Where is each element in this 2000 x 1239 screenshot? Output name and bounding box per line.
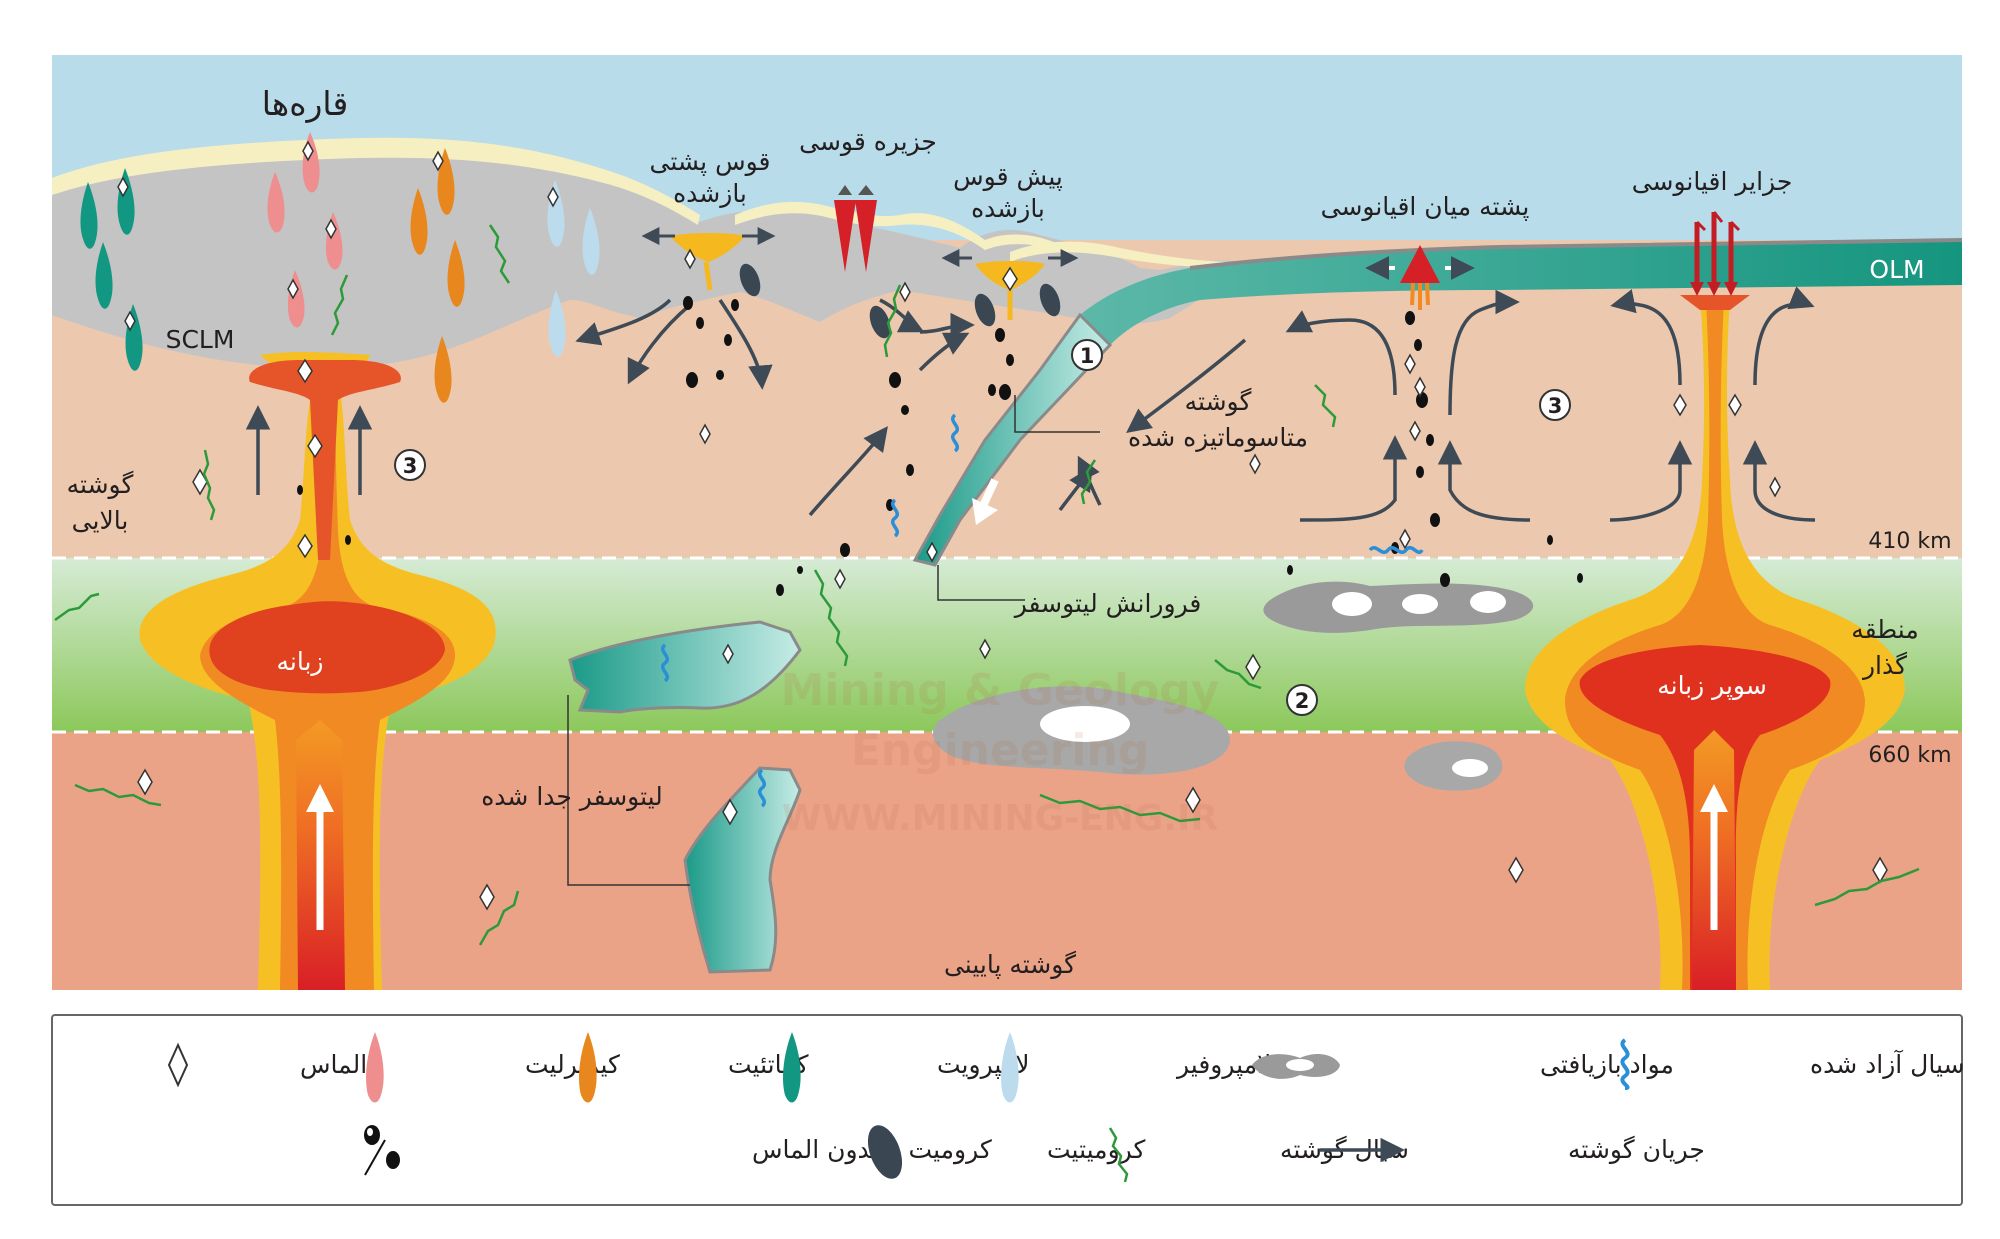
legend-chromitite-icon: [867, 1125, 903, 1179]
oceanic-plate: [1080, 240, 1962, 345]
ridge-magma: [1400, 245, 1440, 283]
label-detached-lithosphere: لیتوسفر جدا شده: [481, 782, 663, 811]
svg-text:WWW.MINING-ENG.IR: WWW.MINING-ENG.IR: [782, 798, 1218, 839]
legend-kimberlite-label: کیمبرلیت: [525, 1050, 620, 1079]
label-mid-ocean-ridge: پشته میان اقیانوسی: [1321, 192, 1530, 221]
label-ocean-islands: جزایر اقیانوسی: [1632, 167, 1793, 196]
legend-komatiite-icon: [579, 1032, 597, 1103]
komatiite-intrusions: [410, 148, 465, 403]
legend-lamproite-icon: [783, 1032, 801, 1103]
chromitite-pods: [739, 263, 1061, 339]
arc-volcano-2: [855, 200, 877, 272]
subducting-slab: [912, 312, 1113, 567]
detached-slab-2: [683, 766, 802, 974]
legend-mantle-flow-label: جریان گوشته: [1568, 1135, 1705, 1164]
recycled-material-1: [1263, 581, 1534, 633]
label-subducting-lithosphere: فرورانش لیتوسفر: [1013, 589, 1202, 619]
label-410km: 410 km: [1868, 529, 1951, 554]
legend-chromitite-label: کرومیتیت: [1047, 1135, 1145, 1165]
label-superplume: سوپر زبانه: [1657, 671, 1767, 700]
legend-diamond-icon: [167, 1042, 189, 1088]
mantle-fluid-veins: [54, 224, 1920, 946]
superplume-mid: [1565, 300, 1865, 990]
number-markers: 1 2 3 3: [394, 339, 1571, 716]
label-660km: 660 km: [1868, 743, 1951, 768]
continental-crust: [52, 137, 700, 225]
chromite-dots: [297, 296, 1583, 596]
svg-text:Engineering: Engineering: [851, 725, 1150, 776]
leader-lines: [567, 395, 1100, 886]
forearc-crust: [1010, 241, 1236, 268]
arc-crust: [735, 201, 1060, 252]
legend: الماس کیمبرلیت کماتئیت لامپرویت لامپروفی…: [167, 1032, 1964, 1183]
marker-2: 2: [1295, 689, 1310, 713]
label-olm: OLM: [1869, 255, 1924, 284]
legend-mantle-fluid-icon: [1108, 1127, 1129, 1183]
arc-volcano-1: [834, 200, 856, 272]
mantle-flow-arrows: [245, 286, 1816, 522]
label-continents: قاره‌ها: [262, 84, 349, 123]
back-arc-spreading: [670, 233, 745, 262]
legend-box: [51, 1014, 1963, 1206]
label-sclm: SCLM: [166, 325, 235, 354]
diamond-symbols: [117, 140, 1888, 911]
marker-1: 1: [1080, 344, 1095, 368]
marker-3-right: 3: [1548, 394, 1563, 418]
label-lower-mantle: گوشته پایینی: [944, 950, 1076, 979]
watermark: Mining & Geology Engineering WWW.MINING-…: [781, 665, 1220, 839]
detached-slab-1: [568, 620, 802, 714]
lamprophyre-intrusions: [547, 180, 600, 357]
plume-conduit: [249, 360, 401, 560]
marker-3-left: 3: [403, 454, 418, 478]
released-fluid-squiggles: [661, 413, 1424, 808]
continental-lithosphere: [52, 142, 1236, 369]
legend-diamond-label: الماس: [300, 1050, 367, 1079]
label-plume: زبانه: [276, 647, 323, 676]
legend-kimberlite-icon: [366, 1032, 384, 1103]
legend-released-fluid-icon: [1620, 1038, 1630, 1090]
legend-lamprophyre-icon: [1001, 1032, 1019, 1103]
label-island-arc: جزیره قوسی: [799, 127, 937, 156]
legend-recycled-label: مواد بازیافتی: [1540, 1050, 1674, 1079]
ocean-island-vents: [1694, 212, 1734, 282]
svg-text:Mining & Geology: Mining & Geology: [781, 665, 1220, 716]
legend-chromite-icon: [364, 1125, 400, 1176]
legend-released-fluid-label: سیال آزاد شده: [1810, 1049, 1964, 1079]
plume-head-core: [209, 601, 445, 694]
